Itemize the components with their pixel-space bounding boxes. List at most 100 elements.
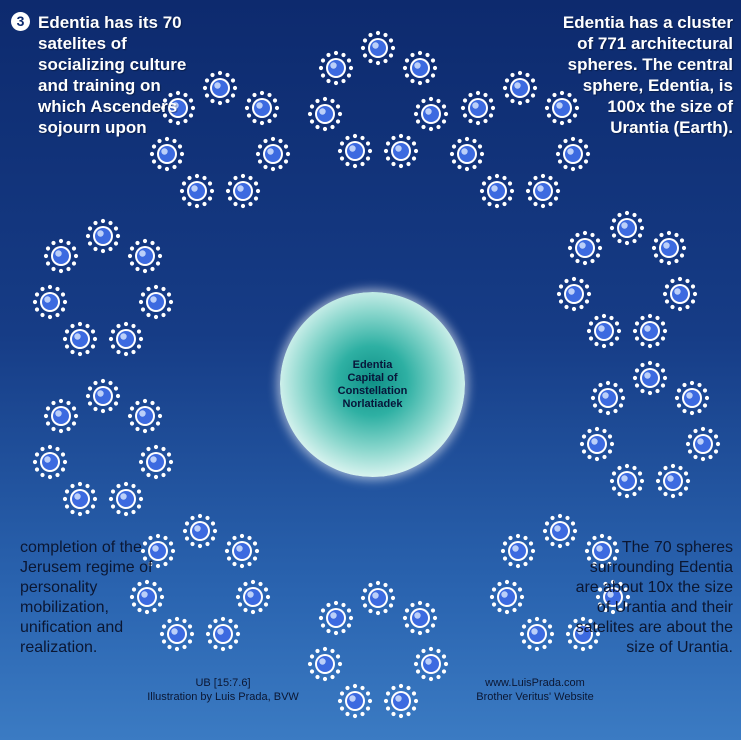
satellite-dot bbox=[452, 159, 457, 164]
satellite-dot bbox=[234, 624, 239, 629]
satellite-dot bbox=[260, 121, 265, 126]
satellite-dot bbox=[143, 429, 148, 434]
satellite-sphere bbox=[85, 218, 121, 254]
satellite-dot bbox=[252, 93, 257, 98]
satellite-dot bbox=[512, 581, 517, 587]
sphere-core bbox=[327, 610, 344, 627]
satellite-dot bbox=[425, 79, 430, 84]
satellite-dot bbox=[441, 669, 446, 674]
satellite-sphere bbox=[318, 51, 353, 86]
satellite-sphere bbox=[337, 133, 372, 168]
satellite-dot bbox=[168, 119, 173, 124]
satellite-dot bbox=[637, 233, 643, 238]
satellite-dot bbox=[640, 388, 645, 394]
satellite-dot bbox=[390, 595, 396, 601]
satellite-dot bbox=[391, 135, 397, 140]
satellite-dot bbox=[58, 429, 63, 434]
satellite-dot bbox=[405, 608, 410, 613]
satellite-dot bbox=[559, 284, 564, 289]
satellite-dot bbox=[77, 511, 82, 516]
satellite-dot bbox=[201, 175, 207, 180]
satellite-dot bbox=[548, 175, 554, 180]
satellite-dot bbox=[130, 406, 135, 411]
satellite-dot bbox=[631, 465, 637, 470]
sphere-core bbox=[159, 146, 176, 163]
satellite-dot bbox=[554, 181, 559, 186]
satellite-dot bbox=[270, 166, 275, 172]
satellite-sphere bbox=[206, 616, 241, 651]
satellite-dot bbox=[162, 113, 167, 118]
sphere-core bbox=[642, 322, 659, 339]
satellite-dot bbox=[569, 253, 574, 258]
satellite-dot bbox=[84, 323, 90, 328]
satellite-dot bbox=[346, 58, 351, 63]
satellite-dot bbox=[145, 609, 150, 615]
satellite-dot bbox=[283, 144, 288, 149]
satellite-dot bbox=[137, 581, 142, 587]
satellite-dot bbox=[620, 396, 625, 401]
satellite-dot bbox=[684, 486, 689, 491]
satellite-dot bbox=[388, 53, 394, 58]
satellite-dot bbox=[713, 449, 718, 454]
satellite-dot bbox=[360, 45, 366, 51]
satellite-dot bbox=[517, 100, 523, 106]
sphere-highlight bbox=[348, 694, 356, 702]
satellite-dot bbox=[663, 328, 668, 333]
satellite-dot bbox=[406, 685, 412, 690]
satellite-dot bbox=[441, 104, 446, 109]
satellite-dot bbox=[320, 73, 325, 78]
satellite-dot bbox=[575, 233, 580, 238]
satellite-dot bbox=[671, 463, 676, 468]
illustrator-line: Illustration by Luis Prada, BVW bbox=[147, 691, 299, 703]
satellite-dot bbox=[155, 534, 160, 539]
satellite-dot bbox=[267, 119, 272, 124]
sphere-highlight bbox=[73, 492, 81, 500]
satellite-dot bbox=[608, 434, 613, 439]
satellite-dot bbox=[637, 218, 643, 223]
satellite-dot bbox=[403, 616, 408, 621]
satellite-dot bbox=[368, 32, 373, 38]
sphere-core bbox=[552, 523, 568, 539]
satellite-dot bbox=[194, 173, 199, 178]
satellite-dot bbox=[530, 549, 535, 554]
satellite-dot bbox=[241, 173, 246, 178]
satellite-dot bbox=[197, 543, 203, 549]
satellite-dot bbox=[637, 471, 642, 476]
sphere-highlight bbox=[602, 392, 609, 400]
satellite-dot bbox=[655, 388, 660, 394]
satellite-dot bbox=[152, 581, 157, 587]
satellite-dot bbox=[660, 383, 666, 388]
sphere-highlight bbox=[490, 184, 498, 192]
satellite-dot bbox=[143, 269, 148, 274]
sphere-highlight bbox=[686, 392, 693, 400]
satellite-dot bbox=[152, 159, 157, 164]
satellite-dot bbox=[166, 644, 172, 649]
satellite-dot bbox=[565, 541, 570, 547]
satellite-dot bbox=[386, 156, 391, 161]
satellite-dot bbox=[652, 246, 657, 251]
satellite-dot bbox=[674, 259, 679, 264]
satellite-sphere bbox=[182, 513, 218, 549]
satellite-sphere bbox=[128, 239, 163, 274]
satellite-dot bbox=[410, 629, 415, 634]
satellite-dot bbox=[344, 161, 350, 166]
satellite-dot bbox=[336, 654, 341, 659]
satellite-dot bbox=[310, 669, 315, 674]
satellite-dot bbox=[659, 259, 664, 264]
satellite-dot bbox=[655, 362, 660, 368]
satellite-dot bbox=[616, 491, 622, 496]
satellite-dot bbox=[545, 106, 550, 111]
satellite-dot bbox=[425, 603, 430, 608]
satellite-dot bbox=[502, 541, 507, 546]
satellite-dot bbox=[237, 587, 242, 592]
satellite-dot bbox=[178, 159, 183, 164]
satellite-dot bbox=[412, 691, 417, 696]
sphere-highlight bbox=[139, 410, 146, 418]
sphere-core bbox=[215, 625, 232, 642]
satellite-dot bbox=[341, 53, 346, 58]
satellite-dot bbox=[632, 238, 637, 244]
satellite-dot bbox=[93, 406, 98, 412]
satellite-dot bbox=[265, 594, 270, 600]
satellite-dot bbox=[352, 683, 357, 688]
satellite-dot bbox=[157, 164, 162, 170]
